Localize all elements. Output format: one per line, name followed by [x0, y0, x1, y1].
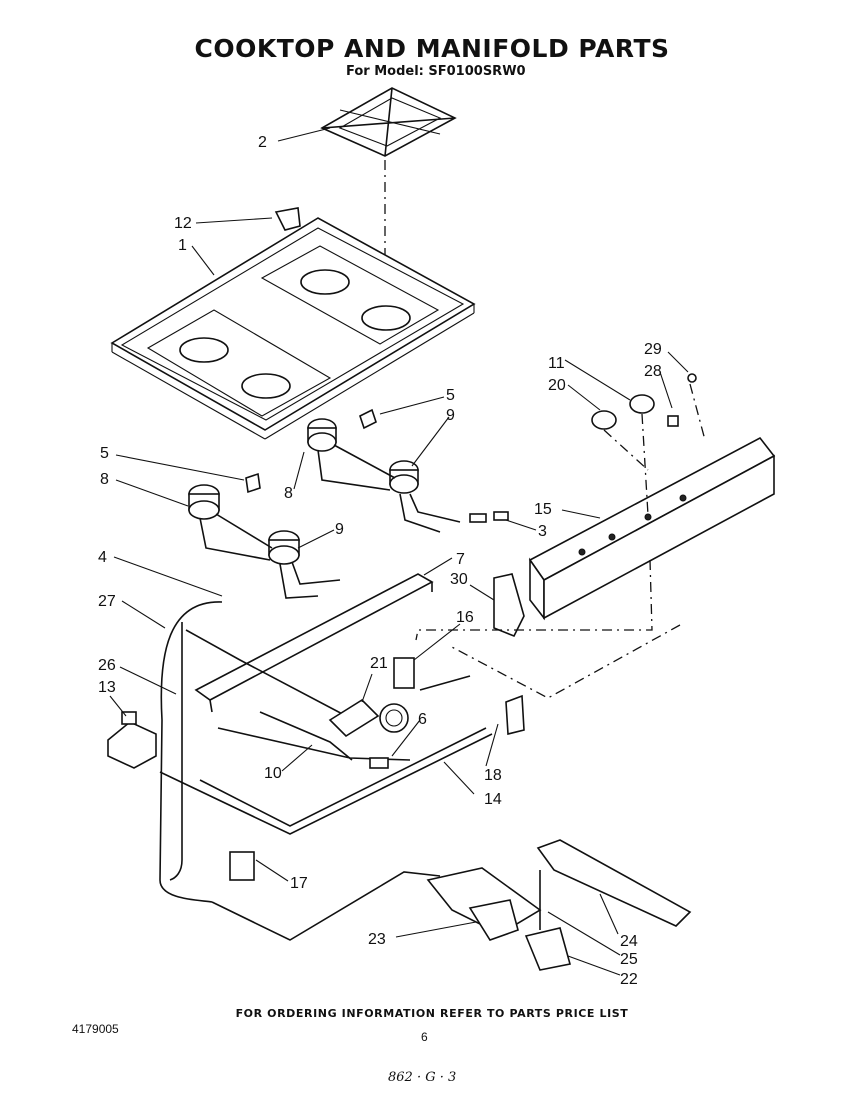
callout-14: 14: [484, 791, 502, 808]
callout-3: 3: [538, 523, 547, 540]
callout-16: 16: [456, 609, 474, 626]
callout-8-front: 8: [100, 471, 109, 488]
handwritten-note: 862 · G · 3: [388, 1070, 457, 1085]
callout-20: 20: [548, 377, 566, 394]
oven-valve: [328, 657, 525, 769]
callout-leaders: [109, 127, 689, 976]
callout-labels: 1 2 3 4 5 5 6 7 8 8 9 9 10 11 12 13 14 1…: [98, 134, 662, 988]
mounting-bracket: [229, 851, 255, 881]
callout-8-rear: 8: [284, 485, 293, 502]
callout-11: 11: [548, 355, 565, 372]
callout-28: 28: [644, 363, 662, 380]
callout-29: 29: [644, 341, 662, 358]
page-title: COOKTOP AND MANIFOLD PARTS: [194, 34, 670, 63]
assembly-guide-lines: [415, 559, 681, 699]
page-number: 6: [421, 1030, 428, 1044]
callout-12: 12: [174, 215, 192, 232]
callout-22: 22: [620, 971, 638, 988]
rear-burner-assembly: [307, 408, 461, 533]
callout-25: 25: [620, 951, 638, 968]
callout-13: 13: [98, 679, 116, 696]
gas-tubing: [159, 601, 493, 941]
document-number: 4179005: [72, 1022, 119, 1036]
control-knobs: [591, 373, 706, 516]
callout-30: 30: [450, 571, 468, 588]
callout-6: 6: [418, 711, 427, 728]
burner-grate: [320, 87, 457, 157]
oven-burner-assembly: [426, 839, 692, 971]
callout-9-front: 9: [335, 521, 344, 538]
pressure-regulator: [107, 711, 157, 769]
callout-5-rear: 5: [446, 387, 455, 404]
callout-10: 10: [264, 765, 282, 782]
callout-9-rear: 9: [446, 407, 455, 424]
callout-18: 18: [484, 767, 502, 784]
callout-5-front: 5: [100, 445, 109, 462]
model-subtitle: For Model: SF0100SRW0: [346, 64, 526, 79]
callout-15: 15: [534, 501, 552, 518]
callout-23: 23: [368, 931, 386, 948]
callout-26: 26: [98, 657, 116, 674]
burner-orifice-hoods: [469, 511, 509, 523]
cooktop-clip: [274, 207, 301, 231]
manifold-pipe: [528, 436, 776, 621]
front-burner-assembly: [188, 472, 341, 599]
callout-2: 2: [258, 134, 267, 151]
callout-17: 17: [290, 875, 308, 892]
callout-4: 4: [98, 549, 107, 566]
control-shield: [493, 573, 525, 638]
callout-27: 27: [98, 593, 116, 610]
cooktop-panel: [110, 217, 476, 440]
callout-21: 21: [370, 655, 388, 672]
callout-1: 1: [178, 237, 187, 254]
manifold-bracket: [194, 573, 434, 713]
ordering-note: FOR ORDERING INFORMATION REFER TO PARTS …: [235, 1007, 629, 1020]
callout-24: 24: [620, 933, 638, 950]
callout-7: 7: [456, 551, 465, 568]
